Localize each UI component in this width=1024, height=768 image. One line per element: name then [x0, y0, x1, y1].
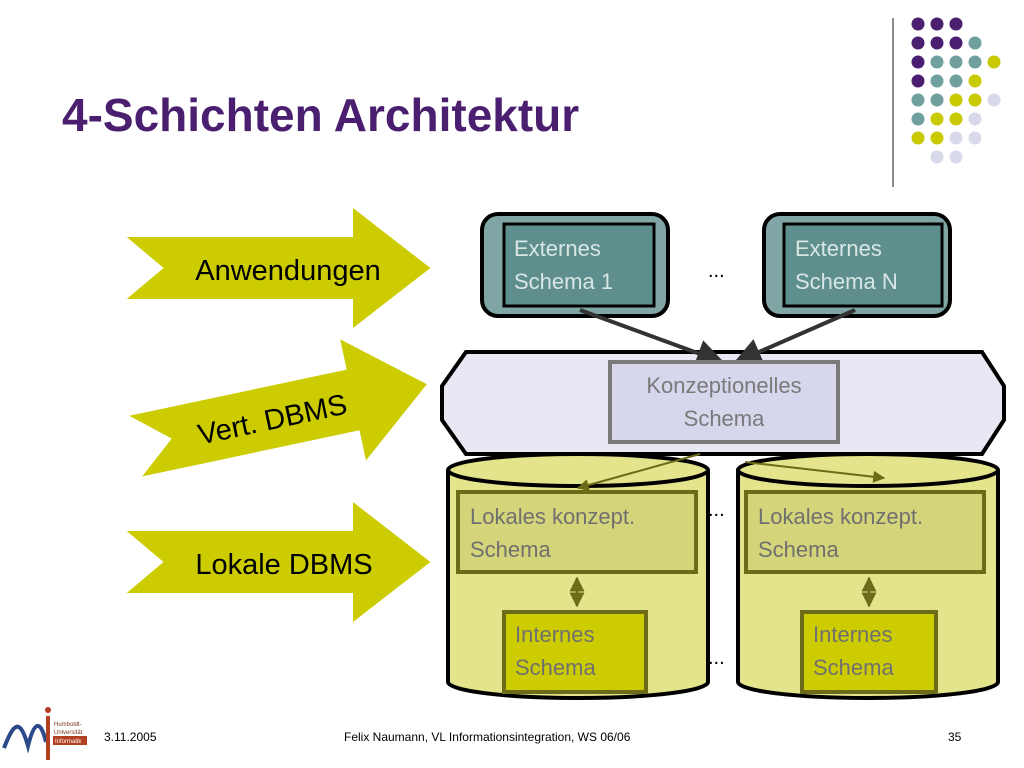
decorative-dot	[949, 150, 963, 164]
decorative-dot	[949, 36, 963, 50]
internal-schema-2-line1: Internes	[813, 622, 893, 647]
local-schema-1: Lokales konzept. Schema	[456, 490, 698, 574]
connector-conceptual-to-local1	[576, 453, 701, 491]
decorative-dot	[930, 93, 944, 107]
external-schema-n-line2: Schema N	[795, 269, 898, 294]
decorative-dot	[968, 93, 982, 107]
internal-schema-1-line2: Schema	[515, 655, 596, 680]
internal-schema-2-line2: Schema	[813, 655, 894, 680]
external-schema-1: Externes Schema 1	[480, 212, 670, 318]
footer-date: 3.11.2005	[104, 730, 157, 744]
decorative-dot	[949, 112, 963, 126]
external-schema-n: Externes Schema N	[762, 212, 952, 318]
logo-text-1: Humboldt-	[54, 722, 82, 728]
arrow-vert-dbms: Vert. DBMS	[123, 335, 430, 480]
local-schema-1-line2: Schema	[470, 537, 551, 562]
local-schema-2-line1: Lokales konzept.	[758, 504, 923, 529]
decorative-dot	[911, 74, 925, 88]
slide-title: 4-Schichten Architektur	[62, 89, 580, 141]
decorative-dot	[949, 131, 963, 145]
decorative-dot	[968, 55, 982, 69]
decorative-dot	[930, 17, 944, 31]
decorative-dot	[949, 55, 963, 69]
local-schema-2: Lokales konzept. Schema	[744, 490, 986, 574]
decorative-dot	[949, 17, 963, 31]
decorative-dot	[987, 93, 1001, 107]
external-schema-1-line1: Externes	[514, 236, 601, 261]
logo-text-3: Informatik	[55, 739, 82, 745]
decorative-dot	[968, 131, 982, 145]
footer-page-number: 35	[948, 730, 962, 744]
internal-schema-1-line1: Internes	[515, 622, 595, 647]
decorative-dot	[911, 17, 925, 31]
connector-externaln-to-conceptual	[733, 308, 856, 365]
decorative-dot	[911, 55, 925, 69]
ellipsis-local: ...	[708, 499, 725, 521]
connector-external1-to-conceptual	[579, 308, 725, 367]
decorative-dot	[930, 150, 944, 164]
conceptual-schema-line1: Konzeptionelles	[646, 373, 801, 398]
decorative-dot	[968, 112, 982, 126]
external-schema-n-line1: Externes	[795, 236, 882, 261]
decorative-dot-grid	[911, 17, 1001, 164]
ellipsis-internal: ...	[708, 647, 725, 669]
conceptual-schema: Konzeptionelles Schema	[608, 360, 840, 444]
internal-schema-2: Internes Schema	[800, 610, 938, 694]
external-schema-1-line2: Schema 1	[514, 269, 613, 294]
decorative-dot	[968, 36, 982, 50]
arrow-lokale-dbms: Lokale DBMS	[121, 497, 434, 627]
decorative-dot	[968, 74, 982, 88]
decorative-dot	[911, 36, 925, 50]
decorative-dot	[949, 74, 963, 88]
decorative-dot	[911, 93, 925, 107]
local-schema-2-line2: Schema	[758, 537, 839, 562]
decorative-dot	[930, 55, 944, 69]
decorative-dot	[930, 36, 944, 50]
local-schema-1-line1: Lokales konzept.	[470, 504, 635, 529]
decorative-dot	[911, 131, 925, 145]
arrow-anwendungen: Anwendungen	[121, 203, 434, 333]
conceptual-schema-line2: Schema	[684, 406, 765, 431]
hu-informatik-logo: Humboldt- Universität Informatik	[2, 707, 87, 760]
arrow-label-lokale-dbms: Lokale DBMS	[195, 549, 372, 581]
internal-schema-1: Internes Schema	[502, 610, 648, 694]
decorative-dot	[930, 74, 944, 88]
connector-conceptual-to-local2	[744, 461, 886, 483]
decorative-dot	[930, 112, 944, 126]
decorative-dot	[987, 55, 1001, 69]
logo-text-2: Universität	[54, 730, 83, 736]
footer-center: Felix Naumann, VL Informationsintegratio…	[344, 730, 631, 744]
decorative-dot	[930, 131, 944, 145]
decorative-dot	[949, 93, 963, 107]
decorative-dot	[911, 112, 925, 126]
ellipsis-external: ...	[708, 260, 725, 282]
arrow-label-anwendungen: Anwendungen	[195, 255, 380, 287]
